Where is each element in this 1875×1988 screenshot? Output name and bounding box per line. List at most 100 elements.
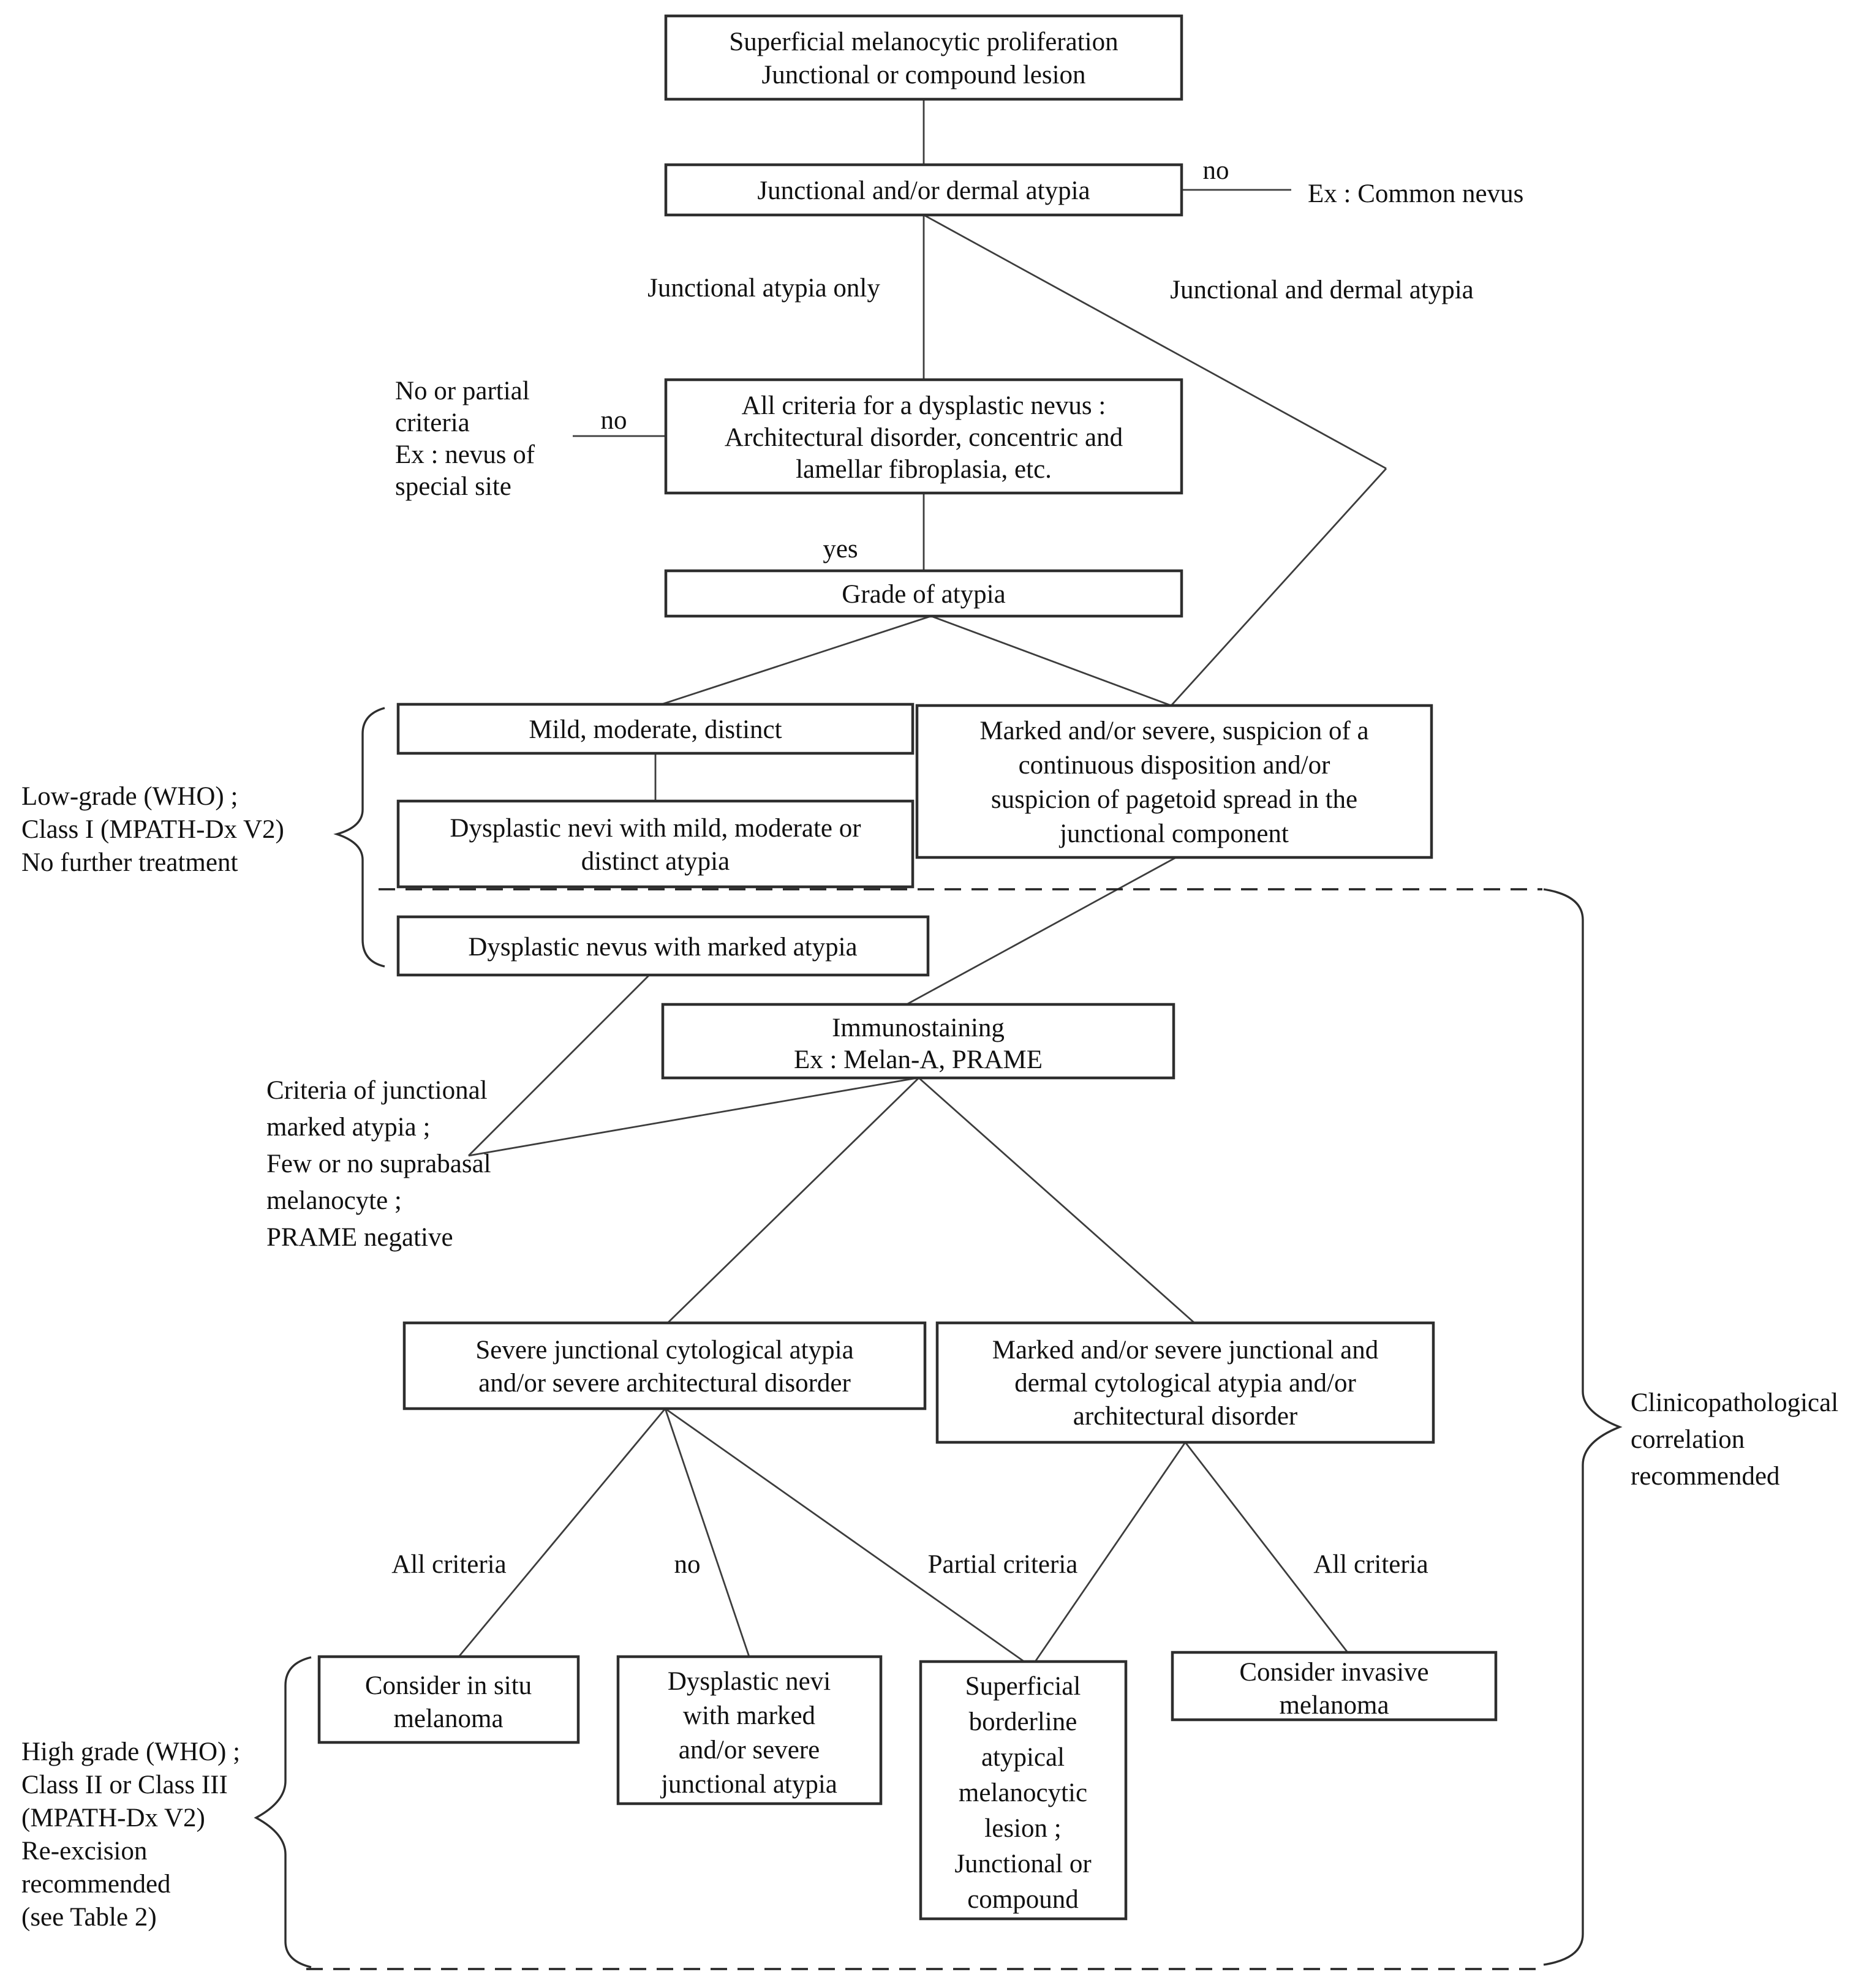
annotation-clinicopathological: Clinicopathological correlation recommen… [1631,1388,1838,1491]
annotation-criteria-junctional-line2: marked atypia ; [266,1113,430,1142]
box-grade-of-atypia-line1: Grade of atypia [842,580,1005,609]
box-mild-moderate-distinct: Mild, moderate, distinct [396,702,915,755]
annotation-clinicopathological-line1: Clinicopathological [1631,1388,1838,1417]
box-consider-invasive-line1: Consider invasive [1239,1658,1428,1687]
box-dysplastic-marked-severe-line4: junctional atypia [660,1770,837,1799]
annotation-criteria-junctional-line3: Few or no suprabasal [266,1150,491,1178]
annotation-low-grade-line2: Class I (MPATH-Dx V2) [21,815,284,844]
box-marked-suspicion-line3: suspicion of pagetoid spread in the [991,785,1357,814]
label-junctional-dermal: Junctional and dermal atypia [1170,276,1474,304]
dashed-separators [306,888,1542,1970]
box-marked-suspicion-line4: junctional component [1058,819,1289,848]
box-severe-junctional-line1: Severe junctional cytological atypia [475,1336,853,1365]
edge-dysplastic-marked-callout [468,974,650,1156]
flowchart-boxes: Superficial melanocytic proliferation Ju… [317,14,1498,1921]
box-dysplastic-criteria-line3: lamellar fibroplasia, etc. [796,455,1052,484]
box-grade-of-atypia: Grade of atypia [664,569,1183,618]
annotation-high-grade-line2: Class II or Class III [21,1771,228,1799]
annotation-clinicopathological-line3: recommended [1631,1462,1780,1491]
label-yes: yes [823,535,858,563]
annotation-no-partial-line1: No or partial [395,377,530,405]
box-dysplastic-marked: Dysplastic nevus with marked atypia [396,915,930,977]
edge-junctional-dermal-1 [923,214,1387,470]
edge-grade-to-marked [930,615,1172,707]
box-dysplastic-marked-severe-line1: Dysplastic nevi [668,1667,831,1696]
box-superficial-proliferation-line1: Superficial melanocytic proliferation [729,28,1118,56]
box-junctional-dermal-atypia-line1: Junctional and/or dermal atypia [757,176,1090,205]
box-dysplastic-criteria: All criteria for a dysplastic nevus : Ar… [664,378,1183,495]
box-junctional-dermal-atypia: Junctional and/or dermal atypia [664,163,1183,217]
box-superficial-borderline-line4: melanocytic [959,1779,1087,1807]
label-no-common: no [1203,156,1229,185]
box-dysplastic-marked-severe-line2: with marked [683,1701,815,1730]
edge-immuno-to-severe [667,1077,919,1324]
annotation-high-grade-line5: recommended [21,1870,171,1899]
annotation-low-grade-line3: No further treatment [21,848,238,877]
box-marked-suspicion-line1: Marked and/or severe, suspicion of a [979,717,1368,745]
annotation-high-grade: High grade (WHO) ; Class II or Class III… [21,1738,240,1932]
box-superficial-borderline-line5: lesion ; [984,1814,1061,1843]
box-superficial-borderline-line6: Junctional or [954,1850,1091,1878]
box-marked-suspicion: Marked and/or severe, suspicion of a con… [915,704,1433,859]
annotation-low-grade: Low-grade (WHO) ; Class I (MPATH-Dx V2) … [21,782,284,877]
box-severe-junctional-line2: and/or severe architectural disorder [478,1369,851,1398]
braces [254,707,1623,1968]
edge-marked-jd-to-invasive [1184,1442,1349,1653]
edge-callout-to-immuno [468,1077,918,1157]
annotation-no-partial-line3: Ex : nevus of [395,440,535,469]
box-dysplastic-criteria-line2: Architectural disorder, concentric and [725,423,1123,452]
box-consider-in-situ: Consider in situ melanoma [317,1655,580,1744]
annotation-no-partial-criteria: No or partial criteria Ex : nevus of spe… [395,377,535,501]
annotation-high-grade-line3: (MPATH-Dx V2) [21,1804,205,1832]
annotation-criteria-junctional-line1: Criteria of junctional [266,1076,488,1105]
box-dysplastic-mild: Dysplastic nevi with mild, moderate or d… [396,799,915,889]
annotation-low-grade-line1: Low-grade (WHO) ; [21,782,238,811]
brace-clinicopathological [1543,888,1623,1966]
box-superficial-borderline-line7: compound [967,1885,1079,1914]
annotation-high-grade-line1: High grade (WHO) ; [21,1738,240,1766]
box-marked-junctional-dermal: Marked and/or severe junctional and derm… [935,1321,1435,1444]
edge-immuno-to-marked-jd [918,1077,1195,1324]
box-marked-junctional-dermal-line2: dermal cytological atypia and/or [1014,1369,1356,1398]
annotation-no-partial-line2: criteria [395,409,470,437]
annotation-criteria-junctional-line4: melanocyte ; [266,1186,402,1215]
box-superficial-proliferation-line2: Junctional or compound lesion [761,61,1085,89]
edge-severe-to-insitu [458,1408,666,1657]
box-superficial-borderline-line2: borderline [969,1707,1077,1736]
box-consider-invasive-line2: melanoma [1279,1691,1389,1720]
label-junctional-only: Junctional atypia only [647,274,880,303]
box-immunostaining-line2: Ex : Melan-A, PRAME [794,1045,1043,1074]
box-immunostaining: Immunostaining Ex : Melan-A, PRAME [661,1003,1175,1080]
edge-labels: no Ex : Common nevus Junctional atypia o… [391,156,1523,1579]
box-mild-moderate-distinct-line1: Mild, moderate, distinct [529,715,782,744]
label-ex-common-nevus: Ex : Common nevus [1308,179,1523,208]
box-marked-junctional-dermal-line3: architectural disorder [1073,1402,1298,1431]
edge-junctional-dermal-2 [1170,468,1387,706]
box-superficial-borderline: Superficial borderline atypical melanocy… [919,1660,1128,1921]
annotation-high-grade-line4: Re-excision [21,1837,147,1866]
annotation-criteria-junctional: Criteria of junctional marked atypia ; F… [266,1076,491,1252]
edge-marked-to-immuno [906,856,1177,1006]
box-dysplastic-criteria-line1: All criteria for a dysplastic nevus : [742,391,1106,420]
box-immunostaining-line1: Immunostaining [832,1014,1005,1042]
label-no-criteria: no [601,406,627,435]
annotation-no-partial-line4: special site [395,472,511,501]
label-no-bottom: no [674,1550,701,1579]
label-partial-criteria: Partial criteria [928,1550,1078,1579]
box-superficial-proliferation: Superficial melanocytic proliferation Ju… [664,14,1183,101]
edge-marked-jd-to-superficial [1034,1442,1186,1662]
annotation-high-grade-line6: (see Table 2) [21,1903,157,1932]
annotation-criteria-junctional-line5: PRAME negative [266,1223,453,1252]
annotation-clinicopathological-line2: correlation [1631,1425,1745,1454]
box-consider-in-situ-line1: Consider in situ [365,1671,532,1700]
connector-lines [458,99,1387,1663]
box-superficial-borderline-line1: Superficial [965,1672,1081,1701]
box-dysplastic-mild-line2: distinct atypia [581,847,730,876]
box-dysplastic-marked-severe-line3: and/or severe [679,1736,820,1764]
box-dysplastic-mild-line1: Dysplastic nevi with mild, moderate or [450,814,861,843]
label-all-criteria-left: All criteria [391,1550,506,1579]
box-superficial-borderline-line3: atypical [981,1743,1065,1772]
brace-high-grade [254,1656,312,1968]
edge-severe-to-dysplastic-severe [664,1408,750,1657]
